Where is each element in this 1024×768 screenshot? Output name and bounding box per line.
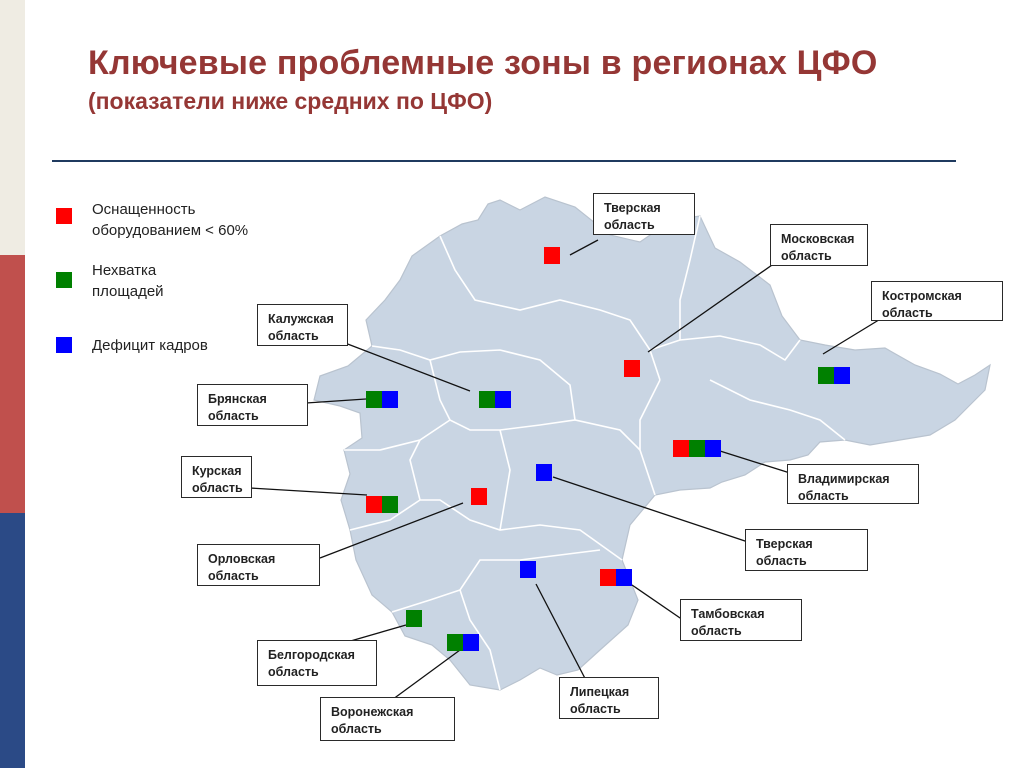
label-tver: Тверская область (593, 193, 695, 235)
title-divider (52, 160, 956, 162)
label-tambov: Тамбовская область (680, 599, 802, 641)
label-kaluga: Калужская область (257, 304, 348, 346)
legend-label-equipment: Оснащенность оборудованием < 60% (92, 201, 249, 239)
marker-blue (616, 569, 632, 586)
marker-green (382, 496, 398, 513)
marker-blue (705, 440, 721, 457)
label-voronezh: Воронежская область (320, 697, 455, 741)
legend-label-space: Нехватка площадей (92, 262, 164, 300)
label-oryol: Орловская область (197, 544, 320, 586)
legend-label-staff: Дефицит кадров (92, 337, 208, 354)
map-area (313, 196, 991, 691)
marker-green (406, 610, 422, 627)
marker-green (689, 440, 705, 457)
marker-blue (463, 634, 479, 651)
label-vladimir: Владимирская область (787, 464, 919, 504)
side-stripe-blue (0, 513, 25, 768)
marker-blue (834, 367, 850, 384)
marker-red (366, 496, 382, 513)
marker-green (366, 391, 382, 408)
label-lipetsk: Липецкая область (559, 677, 659, 719)
label-bryansk: Брянская область (197, 384, 308, 426)
legend-swatch-space (56, 272, 72, 288)
label-belgorod: Белгородская область (257, 640, 377, 686)
marker-blue (382, 391, 398, 408)
marker-red (600, 569, 616, 586)
legend-swatch-equipment (56, 208, 72, 224)
marker-red (471, 488, 487, 505)
side-stripe-beige (0, 0, 25, 255)
label-moscow: Московская область (770, 224, 868, 266)
marker-blue (495, 391, 511, 408)
label-kostroma: Костромская область (871, 281, 1003, 321)
marker-red (673, 440, 689, 457)
side-stripe-red (0, 255, 25, 513)
marker-blue (536, 464, 552, 481)
marker-green (479, 391, 495, 408)
label-tver2: Тверская область (745, 529, 868, 571)
label-kursk: Курская область (181, 456, 252, 498)
slide-title: Ключевые проблемные зоны в регионах ЦФО (88, 44, 878, 82)
marker-green (818, 367, 834, 384)
marker-green (447, 634, 463, 651)
marker-blue (520, 561, 536, 578)
legend-swatch-staff (56, 337, 72, 353)
slide-subtitle: (показатели ниже средних по ЦФО) (88, 88, 493, 114)
marker-red (544, 247, 560, 264)
marker-red (624, 360, 640, 377)
